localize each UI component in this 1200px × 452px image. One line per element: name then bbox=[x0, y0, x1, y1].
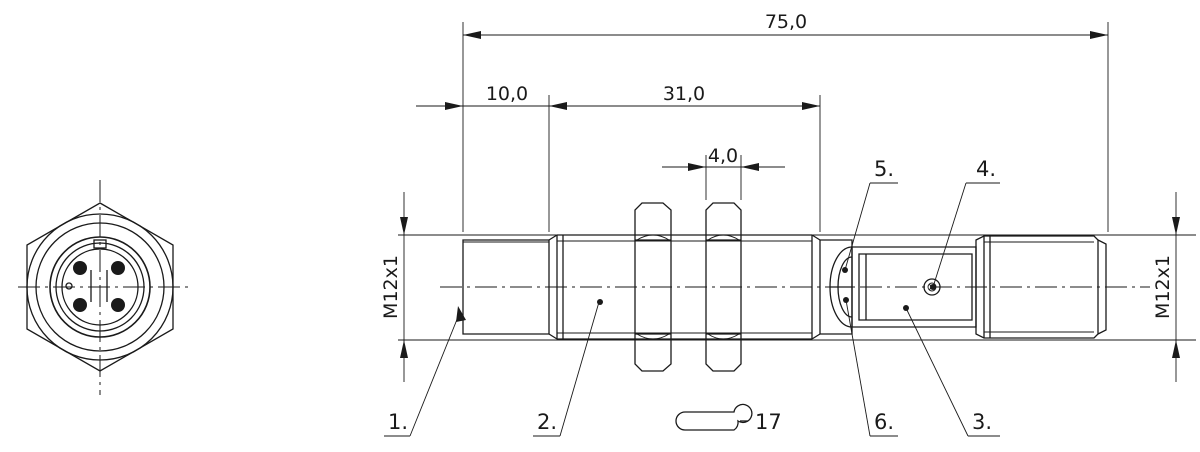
connector-pin-3 bbox=[73, 298, 87, 312]
wrench-size: 17 bbox=[755, 410, 782, 434]
dim-thread-right: M12x1 bbox=[1152, 255, 1174, 319]
callouts: 1. 2. 3. 4. 5. 6. bbox=[384, 157, 1000, 437]
front-view bbox=[18, 180, 190, 395]
dimension-lines bbox=[400, 22, 1180, 382]
dim-thread-length: 31,0 bbox=[663, 83, 705, 105]
connector-pin-2 bbox=[111, 261, 125, 275]
dim-overall-length: 75,0 bbox=[765, 11, 807, 33]
callout-2: 2. bbox=[537, 410, 557, 434]
callout-3: 3. bbox=[972, 410, 992, 434]
dim-thread-left: M12x1 bbox=[380, 255, 402, 319]
callout-1: 1. bbox=[388, 410, 408, 434]
side-view bbox=[398, 202, 1196, 372]
connector-pin-1 bbox=[73, 261, 87, 275]
wrench-symbol: 17 bbox=[675, 403, 782, 434]
connector-pin-4 bbox=[111, 298, 125, 312]
dim-nut-thickness: 4,0 bbox=[708, 145, 738, 167]
dimension-labels: 75,0 10,0 31,0 4,0 M12x1 M12x1 bbox=[380, 11, 1174, 319]
callout-6: 6. bbox=[874, 410, 894, 434]
callout-4: 4. bbox=[976, 157, 996, 181]
dim-front-length: 10,0 bbox=[486, 83, 528, 105]
callout-5: 5. bbox=[874, 157, 894, 181]
